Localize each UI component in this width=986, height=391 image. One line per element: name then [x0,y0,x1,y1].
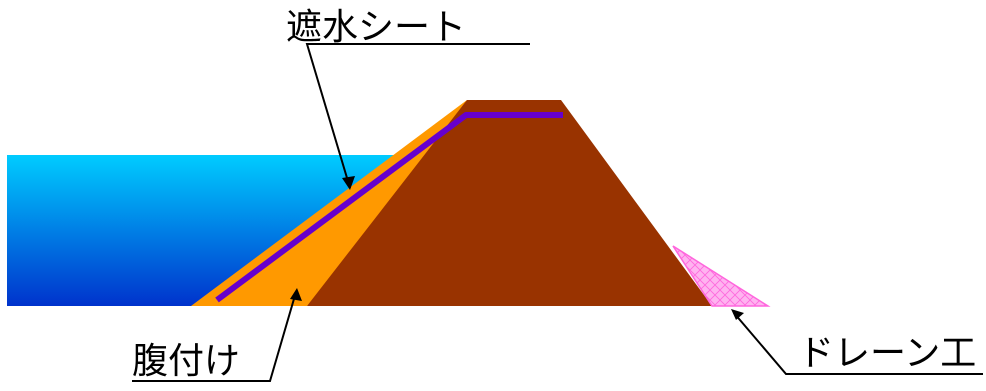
drain-label: ドレーン工 [798,333,977,374]
impermeable-sheet-line [215,112,563,303]
embankment-body [307,100,712,306]
drain-leader [731,309,983,375]
sheet-label: 遮水シート [286,7,467,48]
fill-label: 腹付け [132,341,241,382]
sheet-leader [305,43,530,190]
reservoir-water [7,155,426,306]
fill-leader [132,288,302,382]
upstream-fill [191,100,468,306]
drain-block [672,245,771,307]
